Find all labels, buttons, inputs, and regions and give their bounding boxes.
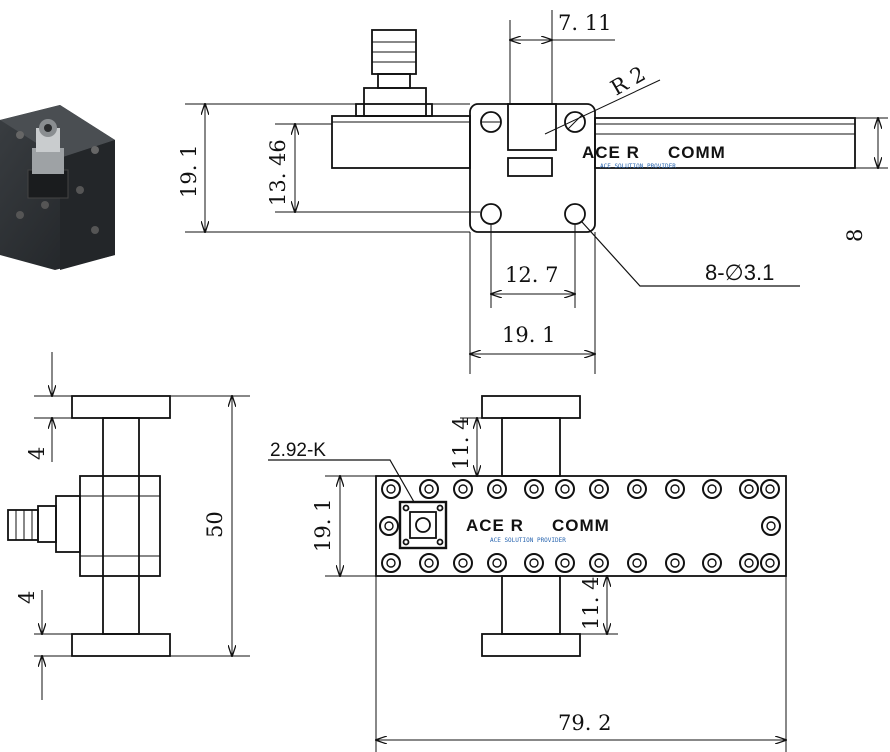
flange-bottom-front [481,633,581,657]
flange-hole [564,203,586,225]
screw-hole [419,479,439,499]
screw-hole [627,479,647,499]
screw-hole-inner [765,484,775,494]
dim-4-top: 4 [25,447,49,460]
screw-hole-inner [707,558,717,568]
screw-hole-inner [560,484,570,494]
dim-19-1-front: 19. 1 [311,499,335,552]
top-view [185,10,888,374]
screw-hole-inner [594,558,604,568]
dim-7-11: 7. 11 [558,11,611,35]
screw-hole [589,553,609,573]
svg-text:ACE R: ACE R [466,516,524,535]
dim-12-7: 12. 7 [505,263,558,287]
connector-callout: 2.92-K [270,440,326,461]
screw-hole [487,479,507,499]
screw-hole-inner [386,558,396,568]
screw-hole [665,479,685,499]
screw-hole [381,479,401,499]
acerfcomm-logo-icon: ACE R COMM ACE SOLUTION PROVIDER [466,516,610,544]
screw-hole-inner [744,558,754,568]
side-body [79,475,161,577]
front-view [268,395,787,752]
flange-top-front [481,395,581,419]
screw-hole [555,479,575,499]
screw-hole-inner [560,558,570,568]
screw-hole [760,553,780,573]
screw-hole-inner [492,484,502,494]
dim-19-1-left: 19. 1 [177,145,201,198]
dim-4-bottom: 4 [15,591,39,604]
side-view [7,352,250,700]
screw-hole [589,479,609,499]
svg-text:COMM: COMM [668,143,726,162]
svg-text:ACE SOLUTION PROVIDER: ACE SOLUTION PROVIDER [600,163,676,170]
dim-19-1-bottom: 19. 1 [502,323,555,347]
dim-8: 8 [843,229,867,242]
screw-hole-inner [765,558,775,568]
flange-hole [564,111,586,133]
screw-hole-inner [458,558,468,568]
screw-hole [555,553,575,573]
screw-hole-inner [384,521,394,531]
screw-hole-inner [744,484,754,494]
screw-hole-inner [529,558,539,568]
screw-hole [381,553,401,573]
screw-hole-inner [492,558,502,568]
sma-connector-side [7,509,39,541]
sma-connector-front [398,500,448,550]
flange-hole [480,203,502,225]
dim-radius: R 2 [607,62,650,101]
screw-hole [761,516,781,536]
product-photo-icon [0,105,115,270]
screw-hole-inner [707,484,717,494]
screw-hole [702,553,722,573]
flange-top [71,395,171,419]
screw-hole [627,553,647,573]
dim-50: 50 [203,511,227,538]
svg-text:ACE R: ACE R [582,143,640,162]
screw-hole [665,553,685,573]
svg-text:ACE SOLUTION PROVIDER: ACE SOLUTION PROVIDER [490,537,566,544]
screw-hole-inner [529,484,539,494]
screw-hole-inner [670,558,680,568]
dim-79-2: 79. 2 [558,711,611,735]
screw-hole-inner [766,521,776,531]
flange-bottom [71,633,171,657]
screw-hole-inner [632,484,642,494]
screw-hole [739,479,759,499]
screw-hole [524,553,544,573]
svg-text:COMM: COMM [552,516,610,535]
flange [469,103,596,233]
screw-hole [524,479,544,499]
screw-hole-inner [386,484,396,494]
screw-hole [739,553,759,573]
screw-hole-inner [458,484,468,494]
screw-hole [453,553,473,573]
screw-hole-inner [670,484,680,494]
screw-hole-inner [424,558,434,568]
dim-11-4-top: 11. 4 [449,417,473,470]
front-body [375,475,787,577]
screw-hole [379,516,399,536]
acerfcomm-logo-icon: ACE R COMM ACE SOLUTION PROVIDER [582,143,726,170]
holes-callout: 8-∅3.1 [705,260,774,285]
screw-hole-inner [594,484,604,494]
screw-holes [379,479,781,573]
screw-hole [760,479,780,499]
screw-hole [702,479,722,499]
dim-11-4-bottom: 11. 4 [579,577,603,630]
waveguide-left [331,115,471,169]
screw-hole [487,553,507,573]
dim-13-46: 13. 46 [266,139,290,206]
screw-hole [453,479,473,499]
screw-hole [419,553,439,573]
screw-hole-inner [424,484,434,494]
screw-hole-inner [632,558,642,568]
